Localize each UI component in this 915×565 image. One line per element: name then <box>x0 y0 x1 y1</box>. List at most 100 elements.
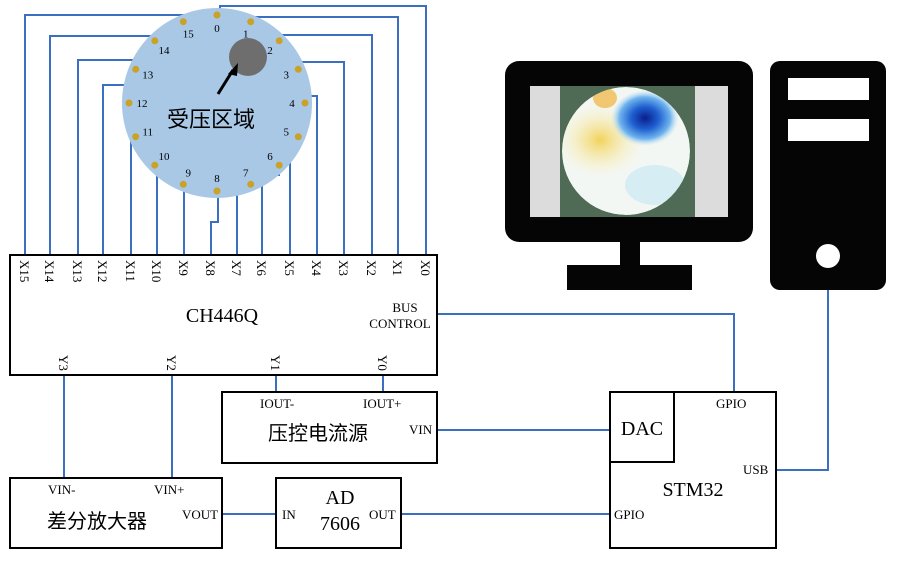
electrode-label-3: 3 <box>284 69 290 81</box>
monitor-icon <box>505 61 753 290</box>
electrode-label-8: 8 <box>214 173 220 185</box>
wire-x14 <box>49 35 157 255</box>
iout-plus-label: IOUT+ <box>363 396 401 411</box>
electrode-label-2: 2 <box>267 45 273 57</box>
electrode-dot-5 <box>294 133 302 141</box>
monitor-base <box>567 265 692 290</box>
usb-label: USB <box>743 462 769 477</box>
gpio-bottom-label: GPIO <box>614 507 644 522</box>
ch446q-name: CH446Q <box>186 305 259 327</box>
stm32-name: STM32 <box>662 479 723 501</box>
pc-tower-icon <box>770 61 886 290</box>
sensor-label: 受压区域 <box>167 108 255 133</box>
electrode-label-15: 15 <box>183 29 195 41</box>
reconstruction-image <box>562 87 690 215</box>
wire-usb <box>776 256 829 471</box>
adc-box <box>275 477 402 549</box>
electrode-label-9: 9 <box>186 167 192 179</box>
electrode-label-13: 13 <box>142 69 154 81</box>
adc-out-label: OUT <box>369 507 396 522</box>
current-source-box <box>221 391 438 464</box>
pin-label-x3: X3 <box>336 260 351 276</box>
electrode-label-11: 11 <box>142 127 153 139</box>
pin-label-x11: X11 <box>123 260 138 282</box>
iout-minus-label: IOUT- <box>260 396 294 411</box>
wire-x8 <box>210 177 219 255</box>
probe-contact <box>229 38 267 76</box>
electrode-dot-2 <box>275 37 283 45</box>
pin-label-x4: X4 <box>309 260 324 276</box>
probe-arrowhead <box>228 63 238 76</box>
wire-x3 <box>296 61 345 255</box>
pin-label-y0: Y0 <box>375 355 390 371</box>
ch446q-box <box>9 254 438 376</box>
pin-label-x1: X1 <box>390 260 405 276</box>
adc-name-line2: 7606 <box>320 513 360 535</box>
electrode-dot-0 <box>213 11 221 19</box>
pin-label-y2: Y2 <box>164 355 179 371</box>
electrode-dot-6 <box>275 161 283 169</box>
electrode-dot-1 <box>247 18 255 26</box>
diff-amp-box <box>9 477 223 549</box>
tower-case <box>770 61 886 290</box>
pin-label-y1: Y1 <box>268 355 283 371</box>
diff-amp-name: 差分放大器 <box>47 509 147 533</box>
electrode-dot-15 <box>179 18 187 26</box>
electrode-dot-7 <box>247 180 255 188</box>
dac-label: DAC <box>621 418 663 440</box>
diff-amplifier: VIN- VIN+ 差分放大器 VOUT <box>9 477 223 549</box>
wire-x13 <box>77 59 146 255</box>
electrode-dot-13 <box>132 65 140 73</box>
vout-label: VOUT <box>182 507 218 522</box>
wire-x15 <box>24 14 187 255</box>
stm32: DAC GPIO STM32 USB GPIO <box>609 391 777 549</box>
pin-label-x7: X7 <box>229 260 244 276</box>
vin-minus-label: VIN- <box>48 482 75 497</box>
wires <box>24 5 829 515</box>
pin-label-x2: X2 <box>364 260 379 276</box>
electrode-label-0: 0 <box>214 23 220 35</box>
gpio-top-label: GPIO <box>716 396 746 411</box>
electrode-dot-4 <box>301 99 309 107</box>
pin-label-x9: X9 <box>176 260 191 276</box>
pin-label-x5: X5 <box>282 260 297 276</box>
pin-label-x0: X0 <box>418 260 433 276</box>
wire-x1 <box>253 16 399 255</box>
electrode-dot-12 <box>125 99 133 107</box>
vin-label: VIN <box>409 422 433 437</box>
sensor-area <box>122 8 312 198</box>
drive-bay-1 <box>788 78 869 100</box>
bus-label: BUS <box>392 300 417 315</box>
electrode-label-12: 12 <box>137 98 148 110</box>
electrode-label-1: 1 <box>243 29 249 41</box>
pin-label-x10: X10 <box>149 260 164 282</box>
pin-label-x14: X14 <box>42 260 57 283</box>
wire-bus <box>437 313 735 392</box>
pin-label-y3: Y3 <box>56 355 71 371</box>
electrode-label-14: 14 <box>159 45 171 57</box>
control-label: CONTROL <box>369 316 430 331</box>
electrode-dot-3 <box>294 65 302 73</box>
pin-label-x15: X15 <box>17 260 32 282</box>
electrode-label-5: 5 <box>284 127 290 139</box>
electrode-dot-14 <box>151 37 159 45</box>
electrode-dot-8 <box>213 187 221 195</box>
pin-label-x6: X6 <box>254 260 269 276</box>
electrode-dot-11 <box>132 133 140 141</box>
pin-label-x12: X12 <box>95 260 110 282</box>
ad7606: AD 7606 IN OUT <box>275 477 402 549</box>
drive-bay-2 <box>788 119 869 141</box>
wire-x2 <box>275 34 373 255</box>
electrode-label-4: 4 <box>289 98 295 110</box>
monitor-neck <box>620 242 640 266</box>
electrode-dot-9 <box>179 180 187 188</box>
adc-name-line1: AD <box>326 487 355 509</box>
adc-in-label: IN <box>282 507 296 522</box>
pin-label-x13: X13 <box>70 260 85 282</box>
current-source-name: 压控电流源 <box>268 421 368 445</box>
